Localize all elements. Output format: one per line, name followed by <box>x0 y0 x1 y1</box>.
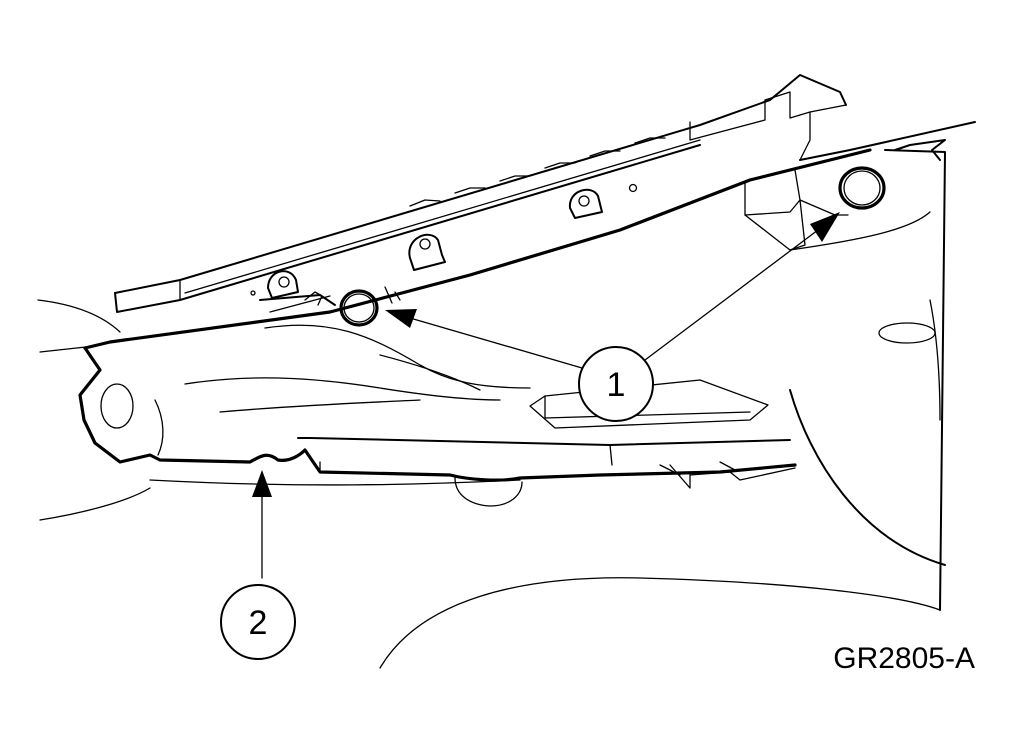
upper-flange <box>114 74 847 313</box>
body-contour-lines <box>37 299 941 669</box>
access-holes <box>339 166 886 327</box>
leader-lines <box>252 212 840 579</box>
callout-2: 2 <box>220 584 296 660</box>
arrowhead-rail <box>252 470 272 497</box>
figure-id: GR2805-A <box>833 642 975 675</box>
frame-rail <box>78 148 872 507</box>
arrowhead-right-hole <box>810 212 840 242</box>
right-body-panel <box>744 121 976 611</box>
callout-2-label: 2 <box>249 604 268 642</box>
callout-1: 1 <box>578 346 654 422</box>
arrowhead-left-hole <box>385 309 417 328</box>
callout-1-label: 1 <box>607 366 626 404</box>
brackets <box>250 183 638 299</box>
